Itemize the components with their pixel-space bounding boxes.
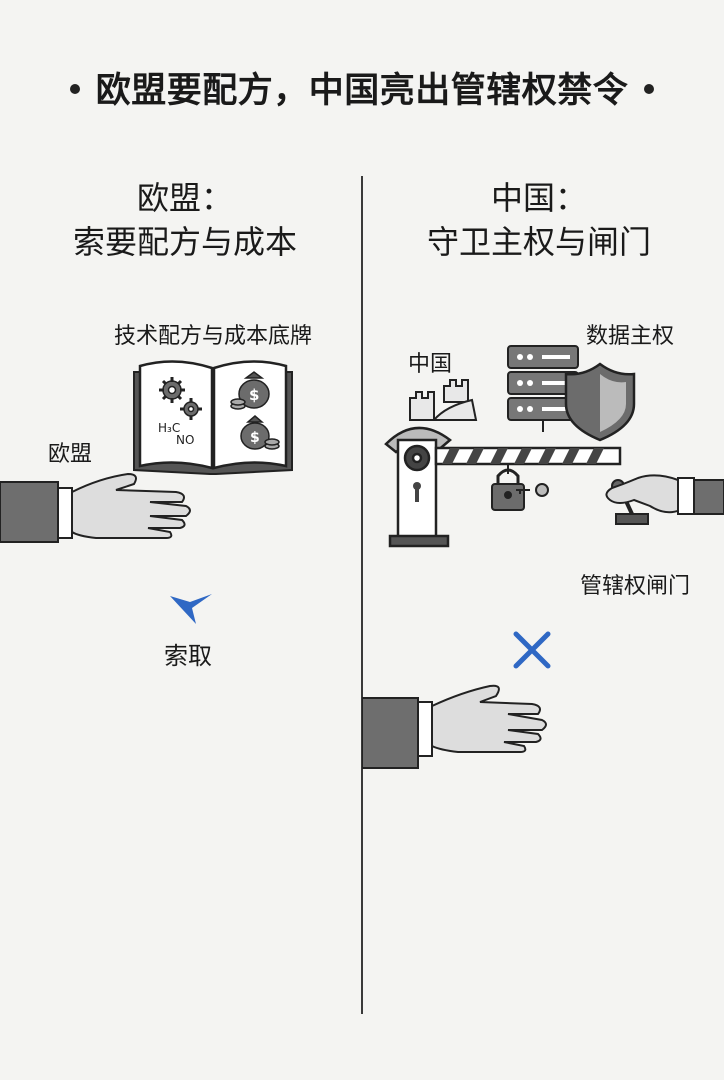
jurisdiction-gate-label: 管辖权闸门 (580, 574, 691, 599)
title-bullet-left (69, 84, 80, 94)
left-heading-line1: 欧盟： (136, 179, 233, 217)
title-bullet-right (644, 84, 655, 94)
eu-label: 欧盟 (48, 442, 93, 467)
gate-post-icon (384, 426, 452, 548)
key-icon (516, 483, 549, 497)
money-bag-icon: $ (240, 415, 280, 450)
title-text: 欧盟要配方，中国亮出管辖权禁令 (95, 71, 629, 111)
reject-x-icon (513, 631, 551, 669)
center-divider (361, 176, 363, 1014)
server-icon (507, 345, 579, 432)
arrow-icon (170, 594, 212, 624)
formula-no: NO (176, 433, 194, 447)
china-label: 中国 (408, 352, 453, 377)
gear-icon (159, 377, 202, 420)
page-title: 欧盟要配方，中国亮出管辖权禁令 (0, 62, 724, 113)
barrier-bar-icon (434, 446, 622, 466)
formula-h3c: H₃C (158, 421, 180, 435)
formula-book-icon: H₃C NO $ $ (133, 360, 293, 475)
right-heading-line1: 中国： (490, 179, 587, 217)
left-heading-line2: 索要配方与成本 (72, 223, 297, 261)
rejected-hand-icon (362, 684, 547, 769)
svg-text:$: $ (249, 386, 259, 404)
money-bag-icon: $ (230, 371, 270, 410)
book-label: 技术配方与成本底牌 (114, 324, 313, 349)
left-heading: 欧盟： 索要配方与成本 (50, 176, 320, 264)
right-heading: 中国： 守卫主权与闸门 (404, 176, 674, 264)
right-heading-line2: 守卫主权与闸门 (426, 223, 651, 261)
request-label: 索取 (164, 642, 212, 670)
lock-icon (491, 464, 525, 511)
data-sovereignty-label: 数据主权 (586, 324, 675, 349)
shield-icon (564, 362, 636, 442)
castle-icon (409, 379, 478, 421)
china-hand-icon (605, 474, 724, 525)
gate-scene (384, 345, 724, 548)
eu-hand-icon (0, 472, 191, 543)
svg-text:$: $ (250, 430, 260, 446)
